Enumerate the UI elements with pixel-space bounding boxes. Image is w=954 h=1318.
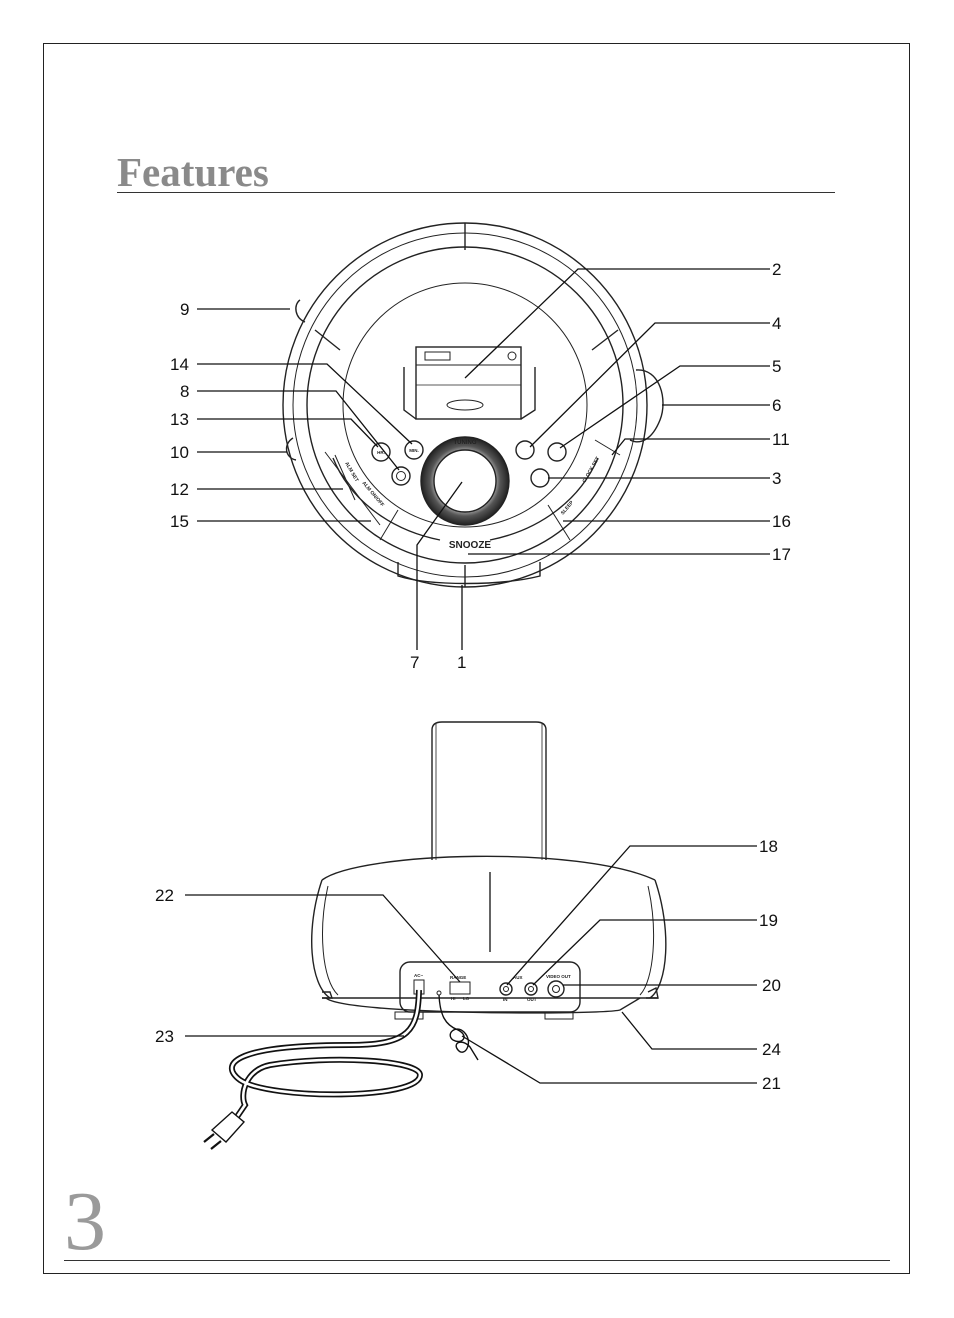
callout-15: 15 (170, 512, 189, 531)
callout-14: 14 (170, 355, 189, 374)
callout-20: 20 (762, 976, 781, 995)
ac-label: AC~ (414, 973, 423, 978)
title-divider (117, 192, 835, 193)
tuning-label: TUNING (454, 440, 477, 446)
callout-24: 24 (762, 1040, 781, 1059)
callout-7: 7 (410, 653, 419, 672)
callout-16: 16 (772, 512, 791, 531)
callout-2: 2 (772, 260, 781, 279)
callout-23: 23 (155, 1027, 174, 1046)
footer-divider (64, 1260, 890, 1261)
clock-set-label: CLOCK SET (582, 456, 602, 484)
callout-18: 18 (759, 837, 778, 856)
callout-13: 13 (170, 410, 189, 429)
page-frame (43, 43, 910, 1274)
callout-19: 19 (759, 911, 778, 930)
tuning-knob-center (433, 449, 497, 513)
snooze-label: SNOOZE (449, 540, 492, 551)
callout-21: 21 (762, 1074, 781, 1093)
aux-out-label: OUT (527, 997, 537, 1002)
power-cord (225, 989, 424, 1132)
sleep-label: SLEEP (560, 499, 576, 516)
callout-10: 10 (170, 443, 189, 462)
front-view-drawing (282, 222, 664, 588)
hi-label: HI (451, 996, 456, 1001)
video-out-label: VIDEO OUT (546, 974, 571, 979)
callout-3: 3 (772, 469, 781, 488)
callout-11: 11 (772, 430, 790, 449)
plug-icon (203, 1111, 246, 1150)
fm-antenna-wire (438, 994, 479, 1061)
range-label: RANGE (450, 975, 466, 980)
lo-label: LO (463, 996, 470, 1001)
callout-4: 4 (772, 314, 781, 333)
callout-9: 9 (180, 300, 189, 319)
callout-12: 12 (170, 480, 189, 499)
page-title: Features (117, 149, 269, 195)
callout-1: 1 (457, 653, 466, 672)
callout-5: 5 (772, 357, 781, 376)
aux-in-label: IN (503, 997, 508, 1002)
callout-17: 17 (772, 545, 791, 564)
callout-8: 8 (180, 382, 189, 401)
rear-leader-lines (185, 845, 757, 1084)
callout-6: 6 (772, 396, 781, 415)
min-button-label: MIN. (409, 448, 419, 453)
aux-label: AUX (513, 975, 523, 980)
hr-button-label: HR. (377, 450, 385, 455)
rear-view-drawing (311, 721, 667, 1020)
page-number: 3 (64, 1175, 106, 1268)
callout-22: 22 (155, 886, 174, 905)
front-leader-lines (197, 268, 770, 650)
